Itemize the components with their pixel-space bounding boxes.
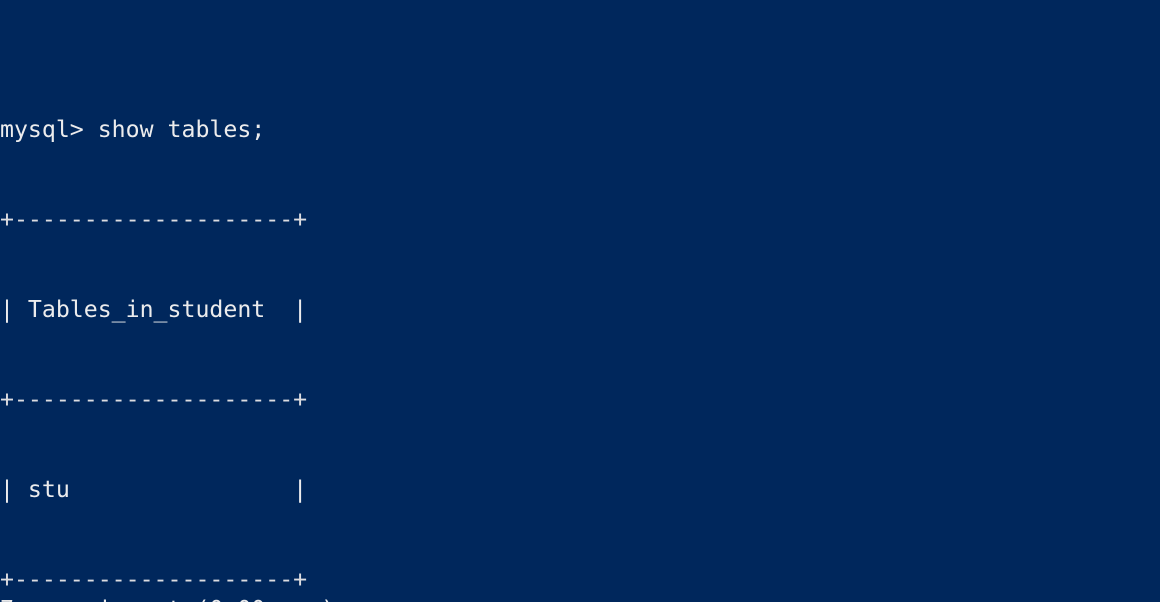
desc-stu-status-line-clipped: 7 rows in set (0.00 sec)	[0, 595, 1160, 602]
command-line-show-tables: mysql> show tables;	[0, 116, 266, 143]
show-tables-row-stu: | stu |	[0, 476, 308, 503]
show-tables-bottom-rule: +--------------------+	[0, 566, 308, 593]
show-tables-header-row: | Tables_in_student |	[0, 296, 308, 323]
show-tables-mid-rule: +--------------------+	[0, 386, 308, 413]
show-tables-top-rule: +--------------------+	[0, 206, 308, 233]
